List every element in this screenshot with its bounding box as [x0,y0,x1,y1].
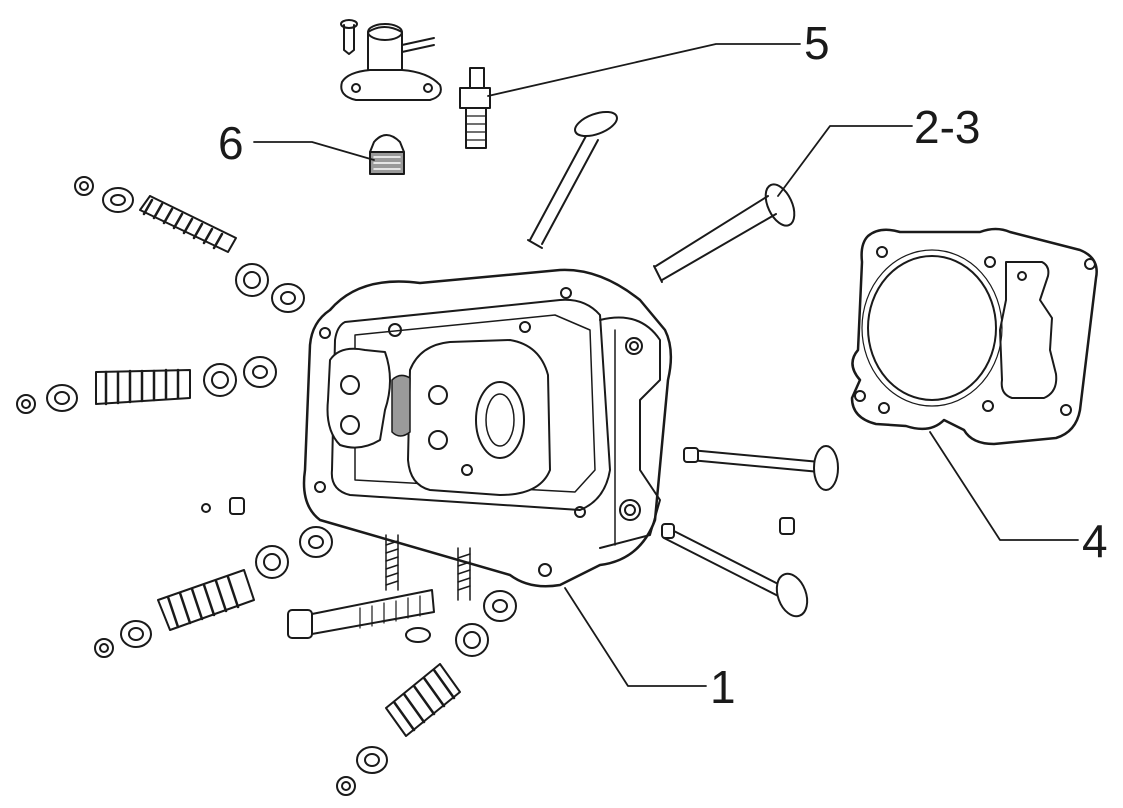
leader-line-1 [565,588,706,686]
housing-screw [341,20,357,54]
long-bolt [288,590,434,638]
fitting-part-6 [370,135,404,174]
callout-label-5: 5 [804,17,830,69]
spring-assembly-2 [17,357,276,413]
leader-line-6 [254,142,374,160]
cylinder-head [304,270,671,586]
valve-keepers-left [202,498,244,514]
leader-lines [254,44,1078,686]
spring-assembly-3 [95,527,332,657]
spring-assembly-1 [75,177,304,312]
leader-line-4 [930,432,1078,540]
head-studs [386,535,470,600]
small-o-ring [406,628,430,642]
valve-keeper-right [780,518,794,534]
callout-label-4: 4 [1082,515,1108,567]
valve-lower-right-2 [662,524,813,620]
head-gasket [852,229,1097,444]
leader-line-5 [488,44,800,96]
thermostat-housing [341,24,441,100]
valve-lower-right-1 [684,446,838,490]
callout-label-6: 6 [218,117,244,169]
valve-upper-left [528,107,620,248]
callout-label-1: 1 [710,661,736,713]
valve-upper-right [654,180,800,282]
spring-assembly-4 [337,591,516,795]
leader-line-2-3 [778,126,912,196]
temperature-sensor [460,68,490,148]
callout-label-2-3: 2-3 [914,101,981,153]
